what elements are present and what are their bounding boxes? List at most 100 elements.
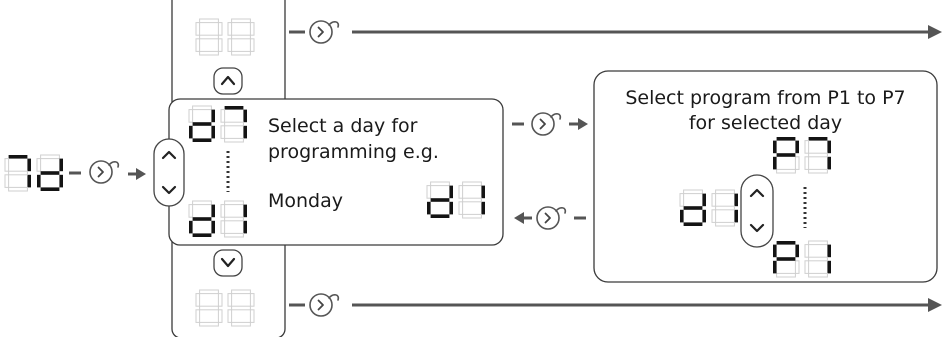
segment-a	[776, 241, 796, 245]
segment-b	[795, 244, 799, 258]
segment-e	[458, 201, 464, 215]
segment-d	[715, 221, 735, 227]
segment-b	[449, 185, 453, 199]
day-selected-display-digit-1	[458, 181, 485, 219]
segment-e	[804, 156, 810, 170]
segment-c	[702, 209, 706, 223]
segment-c	[59, 174, 63, 188]
select-day-line3: Monday	[268, 190, 344, 212]
program-min-display	[773, 240, 831, 278]
segment-d	[40, 187, 60, 191]
entry-display	[4, 154, 63, 192]
segment-b	[795, 140, 799, 154]
segment-g	[808, 152, 828, 158]
segment-c	[827, 156, 831, 170]
segment-c	[827, 260, 831, 274]
segment-d	[808, 272, 828, 278]
segment-f	[188, 109, 194, 123]
down-button[interactable]	[213, 249, 243, 277]
segment-e	[189, 125, 193, 139]
segment-c	[211, 125, 215, 139]
segment-d	[231, 50, 251, 56]
chevron-up-icon	[220, 75, 236, 86]
segment-e	[37, 174, 41, 188]
segment-a	[776, 137, 796, 141]
segment-a	[40, 154, 60, 160]
confirm-key-icon	[309, 293, 340, 317]
entry-arrow	[69, 160, 146, 184]
segment-c	[249, 38, 255, 52]
segment-g	[430, 198, 450, 202]
entry-display-digit-0	[4, 155, 31, 192]
segment-c	[217, 38, 223, 52]
segment-c	[27, 174, 31, 188]
segment-f	[426, 185, 432, 199]
segment-f	[227, 293, 233, 307]
segment-g	[776, 257, 796, 261]
segment-c	[734, 209, 738, 223]
day-max-display-digit-1	[220, 106, 247, 143]
confirm-key-icon	[536, 206, 567, 230]
segment-f	[188, 204, 194, 218]
program-min-display-digit-1	[804, 240, 831, 278]
segment-e	[4, 174, 10, 188]
chevron-down-icon	[220, 257, 236, 268]
segment-g	[683, 206, 703, 210]
segment-e	[227, 38, 233, 52]
segment-d	[224, 137, 244, 143]
segment-a	[224, 106, 244, 110]
segment-e	[195, 309, 201, 323]
segment-g	[715, 205, 735, 211]
segment-f	[195, 293, 201, 307]
segment-b	[211, 109, 215, 123]
day-max-display-digit-0	[188, 105, 215, 142]
segment-d	[430, 214, 450, 218]
segment-g	[192, 122, 212, 126]
segment-d	[199, 321, 219, 327]
to-program-arrow	[512, 112, 588, 136]
segment-a	[231, 289, 251, 295]
segment-f	[773, 244, 777, 258]
segment-e	[804, 260, 810, 274]
day-selected-display-digit-0	[426, 181, 453, 218]
day-selected-display	[426, 181, 485, 219]
updown-button-left[interactable]	[153, 138, 185, 207]
select-day-line1: Select a day for	[268, 115, 418, 137]
program-min-display-digit-0	[773, 241, 800, 278]
bottom-scroll-display-digit-0	[195, 289, 223, 327]
segment-g	[224, 216, 244, 222]
segment-b	[249, 22, 255, 36]
confirm-key-icon	[89, 160, 120, 184]
segment-f	[220, 204, 226, 218]
updown-button-right[interactable]	[740, 174, 774, 248]
segment-a	[192, 200, 212, 206]
segment-b	[217, 22, 223, 36]
segment-c	[249, 309, 255, 323]
program-max-display-digit-1	[804, 137, 831, 174]
segment-f	[804, 140, 810, 154]
program-day-display	[679, 189, 738, 227]
back-to-day-arrow	[514, 206, 586, 230]
segment-a	[192, 105, 212, 111]
segment-b	[827, 244, 831, 258]
top-scroll-display-digit-1	[227, 18, 255, 56]
segment-g	[199, 305, 219, 311]
segment-b	[243, 204, 247, 218]
segment-e	[773, 156, 777, 170]
segment-d	[192, 233, 212, 237]
segment-a	[8, 155, 28, 159]
segment-d	[776, 168, 796, 174]
segment-c	[794, 260, 800, 274]
segment-d	[683, 222, 703, 226]
top-scroll-display-digit-0	[195, 18, 223, 56]
segment-g	[231, 34, 251, 40]
segment-f	[458, 185, 464, 199]
up-button[interactable]	[213, 67, 243, 95]
segment-c	[481, 201, 485, 215]
segment-f	[773, 140, 777, 154]
segment-a	[808, 240, 828, 246]
program-select-box	[593, 70, 938, 283]
entry-display-digit-1	[36, 154, 63, 191]
bottom-scroll-display-digit-1	[227, 289, 255, 327]
segment-d	[808, 168, 828, 174]
